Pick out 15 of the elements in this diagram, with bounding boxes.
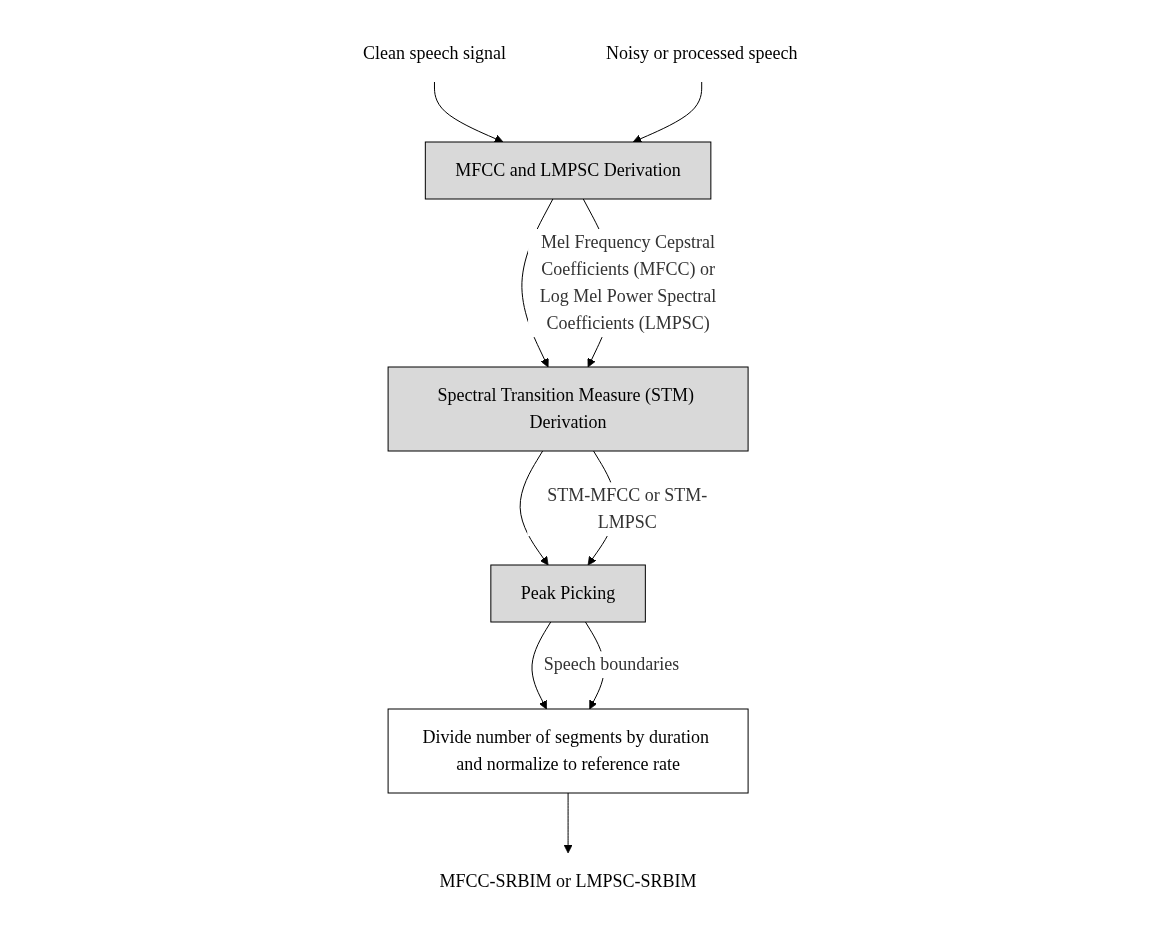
arrow — [519, 450, 549, 565]
edge-label: STM-MFCC or STM-LMPSC — [547, 484, 708, 532]
edge-label: Speech boundaries — [543, 653, 680, 674]
node-box: Peak Picking — [490, 564, 647, 622]
arrow — [563, 792, 573, 853]
arrow — [633, 81, 703, 143]
node-text: Noisy or processed speech — [606, 42, 798, 63]
arrow — [531, 621, 552, 709]
node-text: Clean speech signal — [363, 42, 507, 63]
node-box: Spectral Transition Measure (STM) Derivation — [387, 366, 749, 451]
edge-label: Mel Frequency Cepstral Coefficients (MFCC) or Log Mel Power Spectral Coefficients (LMPSC) — [540, 231, 717, 333]
node-text: MFCC-SRBIM or LMPSC-SRBIM — [439, 870, 697, 891]
arrow — [434, 81, 504, 143]
node-box: Divide number of segments by duration and normalize to reference rate — [387, 708, 749, 793]
node-box: MFCC and LMPSC Derivation — [425, 141, 712, 199]
